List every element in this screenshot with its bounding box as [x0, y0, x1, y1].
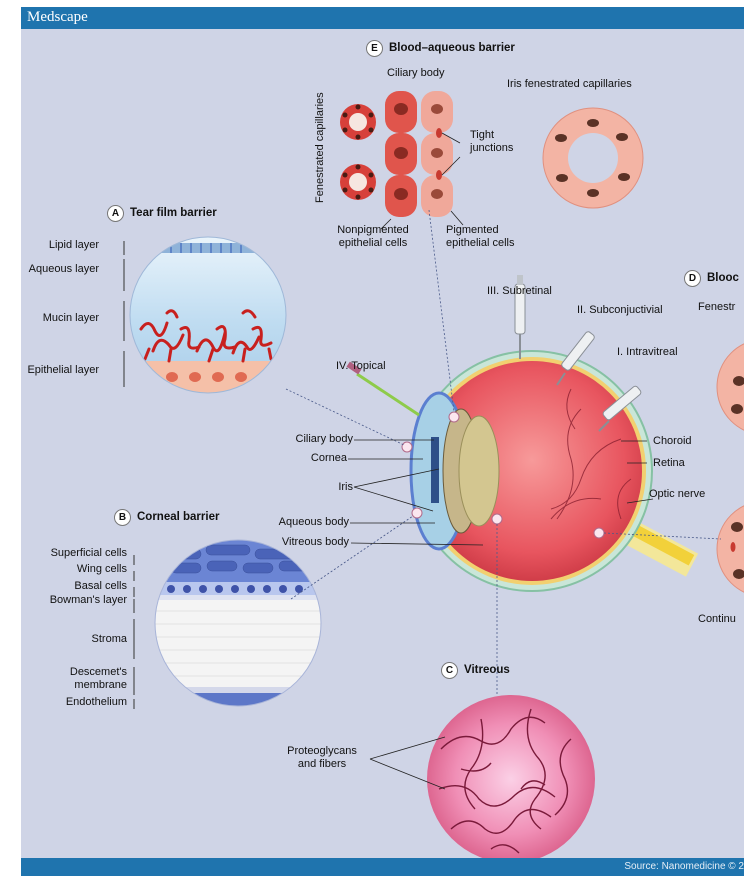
label-epithelial-layer: Epithelial layer: [21, 364, 99, 377]
section-b-badge: B: [114, 509, 131, 526]
fenestrated-capillaries: [340, 104, 376, 200]
section-a-title: A Tear film barrier: [107, 205, 217, 222]
label-superficial-cells: Superficial cells: [21, 547, 127, 560]
corneal-barrier-circle: [155, 540, 321, 706]
section-b-title: B Corneal barrier: [114, 509, 219, 526]
eye-diagram-artwork: [21, 29, 744, 858]
label-stroma: Stroma: [21, 633, 127, 646]
section-e-title: E Blood–aqueous barrier: [366, 40, 515, 57]
label-subretinal: III. Subretinal: [487, 285, 552, 298]
header-bar: Medscape: [21, 7, 744, 29]
label-subconjunctival: II. Subconjuctivial: [577, 304, 663, 317]
label-intravitreal: I. Intravitreal: [617, 346, 678, 359]
label-wing-cells: Wing cells: [21, 563, 127, 576]
vitreous-circle: [427, 695, 595, 858]
label-proteoglycans: Proteoglycans and fibers: [277, 745, 367, 771]
label-fenestrated-capillaries: Fenestrated capillaries: [314, 92, 326, 203]
label-ciliary-body: Ciliary body: [251, 433, 353, 446]
label-mucin-layer: Mucin layer: [21, 312, 99, 325]
section-e-badge: E: [366, 40, 383, 57]
right-edge-capillaries: [717, 339, 744, 597]
section-e-title-text: Blood–aqueous barrier: [389, 42, 515, 54]
nonpigmented-epithelial-cells: [385, 91, 417, 217]
label-basal-cells: Basal cells: [21, 580, 127, 593]
label-choroid: Choroid: [653, 435, 692, 448]
label-d-fenestrated: Fenestr: [698, 301, 735, 314]
section-d-badge: D: [684, 270, 701, 287]
section-c-title: C Vitreous: [441, 662, 510, 679]
medscape-logo: Medscape: [27, 9, 88, 26]
section-d-title-text: Blooc: [707, 272, 739, 284]
section-b-title-text: Corneal barrier: [137, 511, 219, 523]
eyeball: [411, 351, 698, 591]
figure-frame: Medscape: [21, 7, 744, 876]
label-aqueous-layer: Aqueous layer: [21, 263, 99, 276]
section-a-badge: A: [107, 205, 124, 222]
label-optic-nerve: Optic nerve: [649, 488, 705, 501]
source-credit: Source: Nanomedicine © 2: [624, 861, 744, 872]
pigmented-epithelial-cells: [421, 91, 453, 217]
label-d-continuous: Continu: [698, 613, 736, 626]
footer-bar: Source: Nanomedicine © 2: [21, 858, 744, 876]
label-bowmans-layer: Bowman's layer: [21, 594, 127, 607]
section-c-badge: C: [441, 662, 458, 679]
section-c-title-text: Vitreous: [464, 664, 510, 676]
label-vitreous-body: Vitreous body: [241, 536, 349, 549]
label-topical: IV. Topical: [336, 360, 386, 373]
label-endothelium: Endothelium: [21, 696, 127, 709]
label-cornea: Cornea: [251, 452, 347, 465]
tear-film-circle: [130, 237, 286, 393]
label-e-ciliary-body: Ciliary body: [387, 67, 444, 80]
label-pigmented-cells: Pigmented epithelial cells: [446, 224, 541, 250]
label-retina: Retina: [653, 457, 685, 470]
label-descemets-membrane: Descemet's membrane: [21, 666, 127, 692]
label-nonpigmented-cells: Nonpigmented epithelial cells: [323, 224, 423, 250]
section-d-title: D Blooc: [684, 270, 739, 287]
iris-fenestrated-capillary-ring: [543, 108, 643, 208]
section-a-title-text: Tear film barrier: [130, 207, 217, 219]
label-iris: Iris: [251, 481, 353, 494]
label-iris-fenestrated-capillaries: Iris fenestrated capillaries: [507, 78, 632, 91]
label-lipid-layer: Lipid layer: [21, 239, 99, 252]
label-aqueous-body: Aqueous body: [241, 516, 349, 529]
label-tight-junctions: Tight junctions: [470, 129, 530, 155]
